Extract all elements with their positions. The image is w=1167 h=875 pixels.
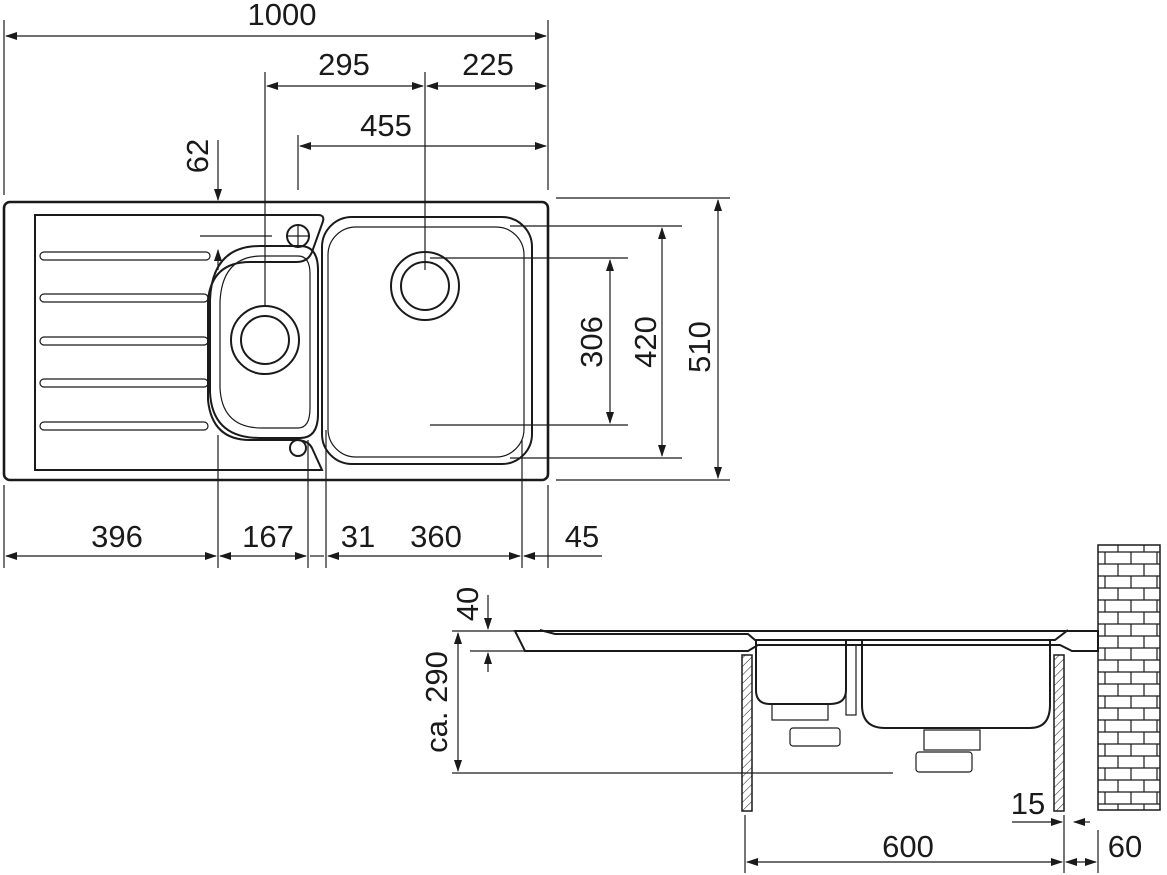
- label-depth-bowl: 420: [628, 316, 663, 368]
- label-depth-overall: 510: [682, 321, 717, 373]
- label-wall-offset: 15: [1011, 786, 1045, 821]
- label-bowl-spacing: 295: [318, 47, 370, 82]
- drainer-outline: [34, 214, 325, 471]
- label-wall-gap: 60: [1108, 829, 1142, 864]
- plan-view: 1000 295 225 455 62 306 420 510 396 167 …: [2, 0, 730, 568]
- overflow-hole: [289, 439, 307, 457]
- label-bottom-4: 360: [410, 519, 462, 554]
- label-cabinet-width: 600: [882, 829, 934, 864]
- side-view: 40 ca. 290 15 600 60: [419, 544, 1161, 873]
- label-bottom-2: 167: [242, 519, 294, 554]
- small-bowl: [209, 245, 319, 439]
- label-tap-offset: 62: [180, 139, 215, 173]
- cabinet-right-side: [1053, 654, 1065, 812]
- label-depth-inner: 306: [574, 316, 609, 368]
- label-rim-thickness: 40: [450, 587, 485, 621]
- cabinet-left-side: [741, 654, 753, 812]
- label-overall-width: 1000: [248, 0, 317, 32]
- label-bottom-3: 31: [341, 519, 375, 554]
- label-right-offset: 225: [462, 47, 514, 82]
- label-bottom-1: 396: [91, 519, 143, 554]
- main-bowl-profile: [861, 640, 1051, 729]
- countertop: [513, 630, 1099, 652]
- label-main-axis: 455: [360, 108, 412, 143]
- drainer-grooves: [39, 251, 211, 431]
- small-bowl-profile: [755, 640, 847, 705]
- main-bowl: [321, 216, 533, 465]
- brick-wall: [1097, 544, 1161, 811]
- label-bottom-5: 45: [565, 519, 599, 554]
- sink-outline: [2, 200, 550, 482]
- label-installed-depth: ca. 290: [419, 651, 454, 753]
